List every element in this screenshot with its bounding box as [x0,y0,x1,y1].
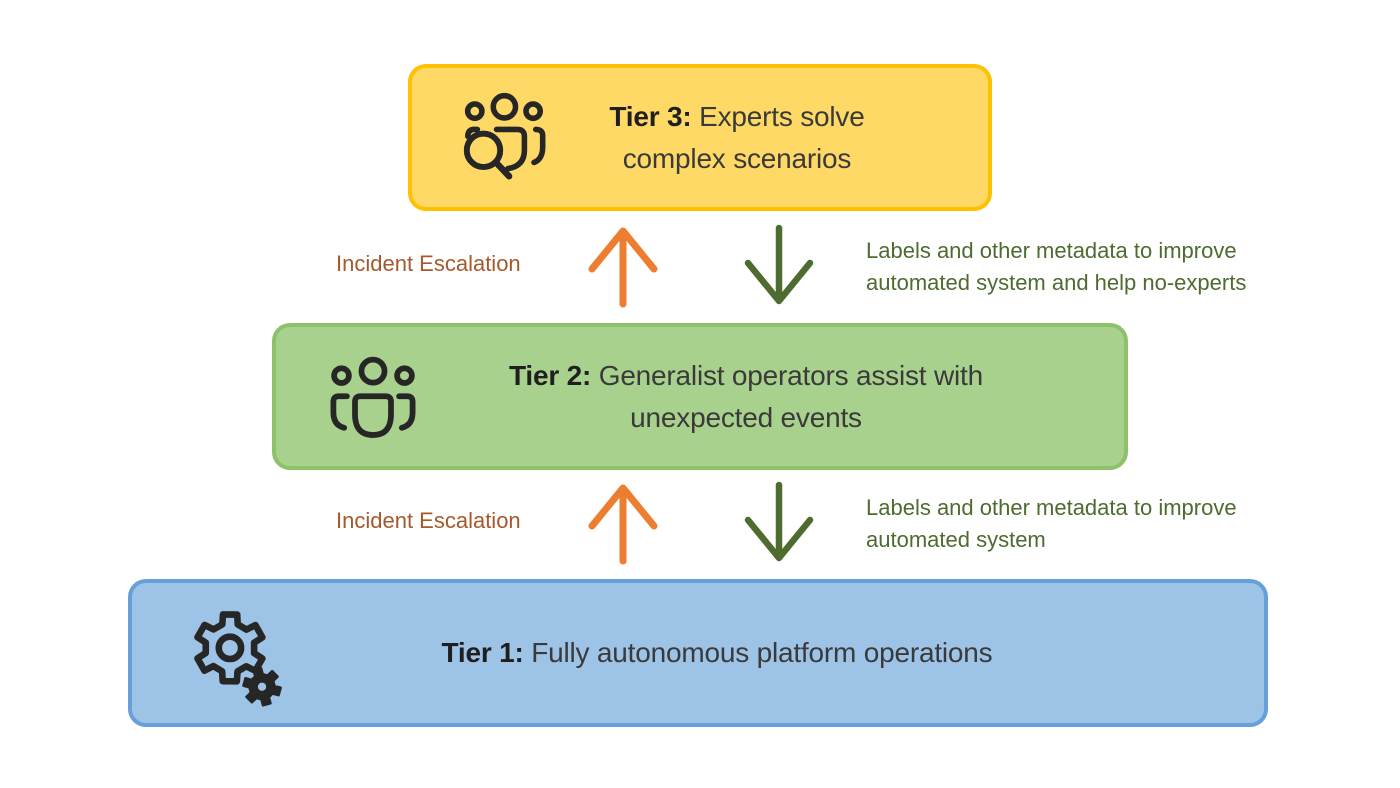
feedback-label-lower: Labels and other metadata to improve aut… [866,495,1237,552]
tier2-label-rest: Generalist operators assist with unexpec… [591,359,983,433]
tier1-label-bold: Tier 1: [441,637,524,668]
tier1-box: Tier 1: Fully autonomous platform operat… [128,579,1268,727]
escalation-label-upper: Incident Escalation [336,251,521,276]
arrow-up-icon [588,227,658,308]
tier3-label: Tier 3: Experts solve complex scenarios [562,68,912,207]
tier1-label-rest: Fully autonomous platform operations [523,637,993,668]
tier2-label: Tier 2: Generalist operators assist with… [446,327,1046,466]
tier2-label-bold: Tier 2: [509,359,592,391]
arrow-down-icon [744,481,814,562]
people-team-icon [330,356,416,438]
arrow-up-icon [588,484,658,565]
tier3-label-rest: Experts solve complex scenarios [622,100,865,174]
people-search-icon [463,92,546,180]
tier1-label: Tier 1: Fully autonomous platform operat… [302,583,1132,723]
escalation-label-lower: Incident Escalation [336,508,521,533]
tier3-label-bold: Tier 3: [609,100,692,132]
tier3-box: Tier 3: Experts solve complex scenarios [408,64,992,211]
tier2-box: Tier 2: Generalist operators assist with… [272,323,1128,470]
feedback-label-upper: Labels and other metadata to improve aut… [866,238,1247,295]
gears-icon [194,611,282,707]
arrow-down-icon [744,224,814,305]
